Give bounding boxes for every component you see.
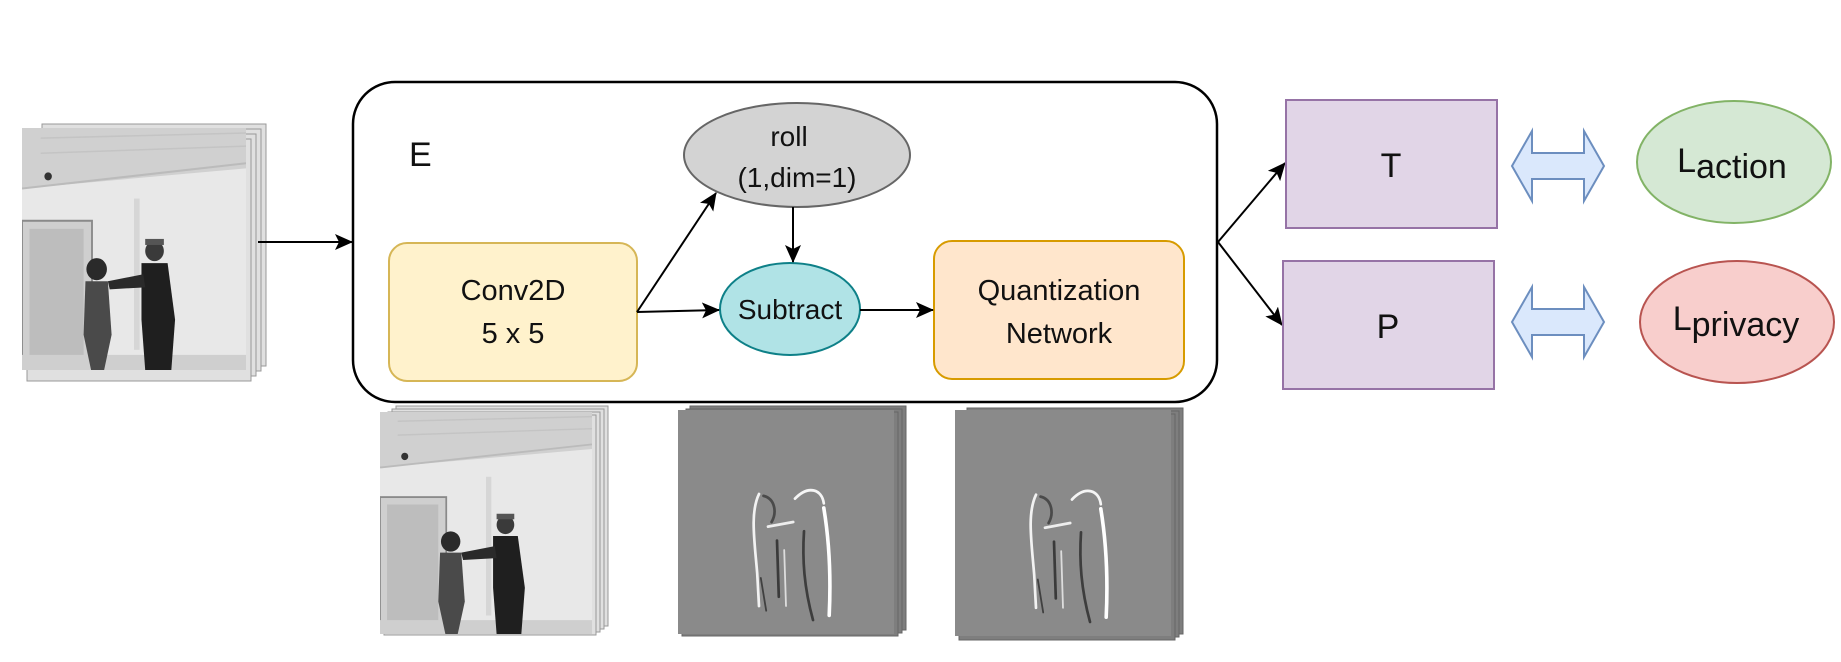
loss-action-node: Laction [1636, 100, 1832, 224]
conv-output-frames [380, 405, 609, 636]
subtract-output-frames [678, 405, 907, 637]
roll-label-line2: (1,dim=1) [737, 162, 856, 193]
quantization-label-line2: Network [1006, 318, 1113, 350]
loss-action-main: L [1677, 142, 1696, 180]
double-arrow-p-lprivacy [1510, 283, 1606, 361]
quantized-output-frames [955, 407, 1184, 641]
t-node: T [1285, 99, 1498, 229]
subtract-label: Subtract [738, 294, 842, 325]
encoder-label: E [409, 136, 432, 174]
input-video-frames [22, 123, 267, 382]
p-node: P [1282, 260, 1495, 390]
double-arrow-t-laction [1510, 127, 1606, 205]
conv2d-node: Conv2D 5 x 5 [388, 242, 638, 382]
conv2d-label-line1: Conv2D [461, 275, 566, 307]
roll-node: roll (1,dim=1) [683, 102, 911, 208]
svg-text:Laction: Laction [1677, 142, 1787, 186]
roll-label-line1: roll [770, 121, 807, 152]
arrow-encoder-to-t [1217, 162, 1286, 243]
arrow-encoder-to-p [1217, 241, 1283, 326]
t-label: T [1381, 147, 1402, 185]
loss-privacy-main: L [1673, 300, 1692, 338]
subtract-node: Subtract [719, 262, 861, 356]
svg-text:Lprivacy: Lprivacy [1673, 300, 1800, 344]
arrow-conv-to-subtract [636, 302, 720, 319]
p-label: P [1377, 308, 1400, 346]
quantization-network-node: Quantization Network [933, 240, 1185, 380]
quantization-label-line1: Quantization [978, 275, 1141, 307]
arrow-conv-to-roll [636, 192, 717, 313]
loss-action-subscript: action [1696, 148, 1787, 186]
loss-privacy-subscript: privacy [1692, 306, 1800, 344]
conv2d-label-line2: 5 x 5 [482, 318, 545, 350]
loss-privacy-node: Lprivacy [1639, 260, 1835, 384]
